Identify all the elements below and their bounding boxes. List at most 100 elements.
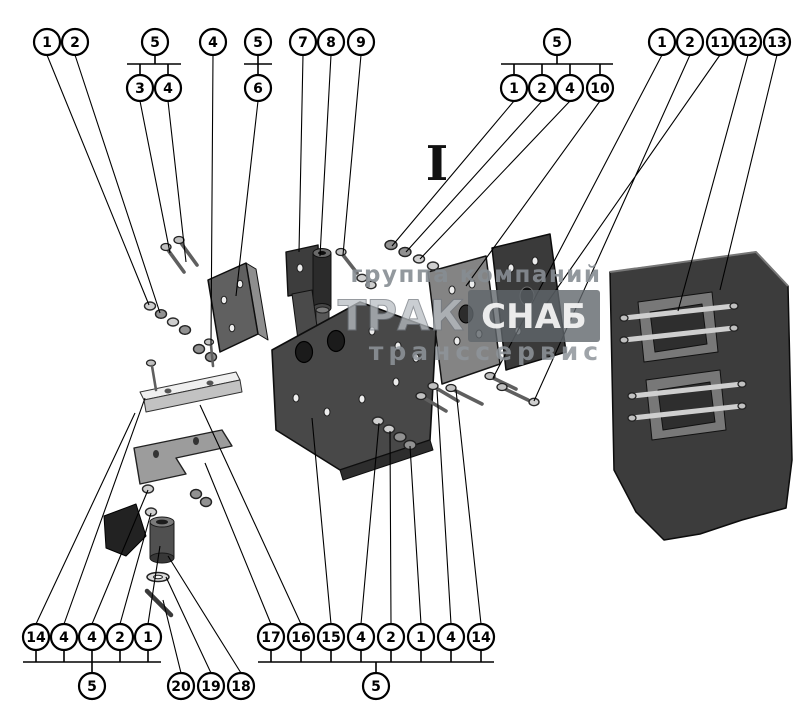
balloon-number: 4 <box>356 630 366 646</box>
callout-balloon: 4 <box>346 622 376 652</box>
leader-lines <box>35 54 778 674</box>
panel-studs <box>619 302 747 422</box>
balloon-number: 4 <box>163 81 173 97</box>
callout-balloon: 1 <box>499 73 529 103</box>
fasteners-top-right <box>384 239 440 271</box>
callout-balloon: 4 <box>49 622 79 652</box>
callout-balloon: 5 <box>542 27 572 57</box>
callout-balloon: 2 <box>60 27 90 57</box>
watermark-brand-left: ТРАК <box>338 291 464 340</box>
callout-balloon: 9 <box>346 27 376 57</box>
fasteners-right <box>484 371 540 407</box>
callout-balloon: 11 <box>705 27 735 57</box>
callout-balloon: 4 <box>436 622 466 652</box>
balloon-number: 20 <box>171 679 191 695</box>
balloon-number: 4 <box>565 81 575 97</box>
callout-balloon: 5 <box>140 27 170 57</box>
balloon-number: 4 <box>208 35 218 51</box>
callout-balloon: 3 <box>125 73 155 103</box>
balloon-number: 1 <box>657 35 667 51</box>
balloon-number: 3 <box>135 81 145 97</box>
watermark-line-bottom: транссервис <box>369 337 603 366</box>
callout-balloon: 6 <box>243 73 273 103</box>
callout-balloon: 19 <box>196 671 226 701</box>
balloon-number: 9 <box>356 35 366 51</box>
callout-balloon: 14 <box>466 622 496 652</box>
bracket-lower-left <box>133 429 233 485</box>
section-label: I <box>426 136 448 192</box>
callout-balloon: 18 <box>226 671 256 701</box>
pin-20 <box>144 588 174 618</box>
callout-balloons: 1 2 5 3 4 4 5 6 7 8 9 5 1 2 4 10 1 2 11 … <box>21 27 792 701</box>
callout-balloon: 4 <box>555 73 585 103</box>
balloon-number: 2 <box>115 630 125 646</box>
callout-balloon: 8 <box>316 27 346 57</box>
balloon-number: 1 <box>42 35 52 51</box>
balloon-number: 4 <box>87 630 97 646</box>
callout-balloon: 14 <box>21 622 51 652</box>
callout-balloon: 5 <box>361 671 391 701</box>
balloon-number: 2 <box>70 35 80 51</box>
callout-balloon: 12 <box>733 27 763 57</box>
balloon-number: 2 <box>386 630 396 646</box>
balloon-number: 5 <box>87 679 97 695</box>
watermark-logo-square <box>468 290 600 342</box>
watermark-line-top: группа компаний <box>350 262 601 288</box>
callout-balloon: 2 <box>527 73 557 103</box>
callout-balloon: 1 <box>133 622 163 652</box>
callout-balloon: 4 <box>198 27 228 57</box>
bracket-left <box>207 262 269 353</box>
callout-balloon: 2 <box>376 622 406 652</box>
balloon-number: 5 <box>253 35 263 51</box>
callout-balloon: 1 <box>32 27 62 57</box>
callout-balloon: 4 <box>77 622 107 652</box>
balloon-number: 5 <box>371 679 381 695</box>
callout-balloon: 15 <box>316 622 346 652</box>
balloon-number: 8 <box>326 35 336 51</box>
watermark: группа компаний ТРАК СНАБ транссервис <box>337 262 603 366</box>
callout-balloon: 5 <box>77 671 107 701</box>
watermark-brand-right: СНАБ <box>481 297 587 337</box>
balloon-number: 6 <box>253 81 263 97</box>
balloon-number: 1 <box>416 630 426 646</box>
balloon-number: 14 <box>26 630 46 646</box>
callout-balloon: 1 <box>647 27 677 57</box>
callout-balloon: 2 <box>675 27 705 57</box>
balloon-number: 1 <box>509 81 519 97</box>
callout-balloon: 20 <box>166 671 196 701</box>
callout-balloon: 4 <box>153 73 183 103</box>
fasteners-lower-center <box>371 381 484 451</box>
balloon-number: 19 <box>201 679 220 695</box>
fasteners-upper-left <box>143 235 218 368</box>
balloon-number: 2 <box>537 81 547 97</box>
balloon-number: 4 <box>446 630 456 646</box>
callout-balloon: 16 <box>286 622 316 652</box>
balloon-number: 14 <box>471 630 491 646</box>
balloon-number: 1 <box>143 630 153 646</box>
washer-19 <box>146 571 170 583</box>
balloon-number: 5 <box>150 35 160 51</box>
fasteners-lower-left <box>141 484 213 517</box>
balloon-number: 17 <box>261 630 280 646</box>
callout-balloon: 13 <box>762 27 792 57</box>
callout-balloon: 2 <box>105 622 135 652</box>
exploded-assembly <box>103 233 793 618</box>
balloon-number: 16 <box>291 630 310 646</box>
callout-balloon: 10 <box>585 73 615 103</box>
balloon-number: 11 <box>710 35 729 51</box>
balloon-number: 4 <box>59 630 69 646</box>
callout-balloon: 17 <box>256 622 286 652</box>
balloon-number: 18 <box>231 679 250 695</box>
balloon-number: 7 <box>298 35 308 51</box>
bushing-lower <box>149 516 175 564</box>
callout-group-brackets <box>23 55 613 673</box>
balloon-number: 10 <box>590 81 610 97</box>
balloon-number: 13 <box>767 35 786 51</box>
balloon-number: 15 <box>321 630 340 646</box>
balloon-number: 12 <box>738 35 757 51</box>
balloon-number: 5 <box>552 35 562 51</box>
callout-balloon: 7 <box>288 27 318 57</box>
bar-left <box>139 359 243 413</box>
fasteners-top-center <box>335 247 377 290</box>
